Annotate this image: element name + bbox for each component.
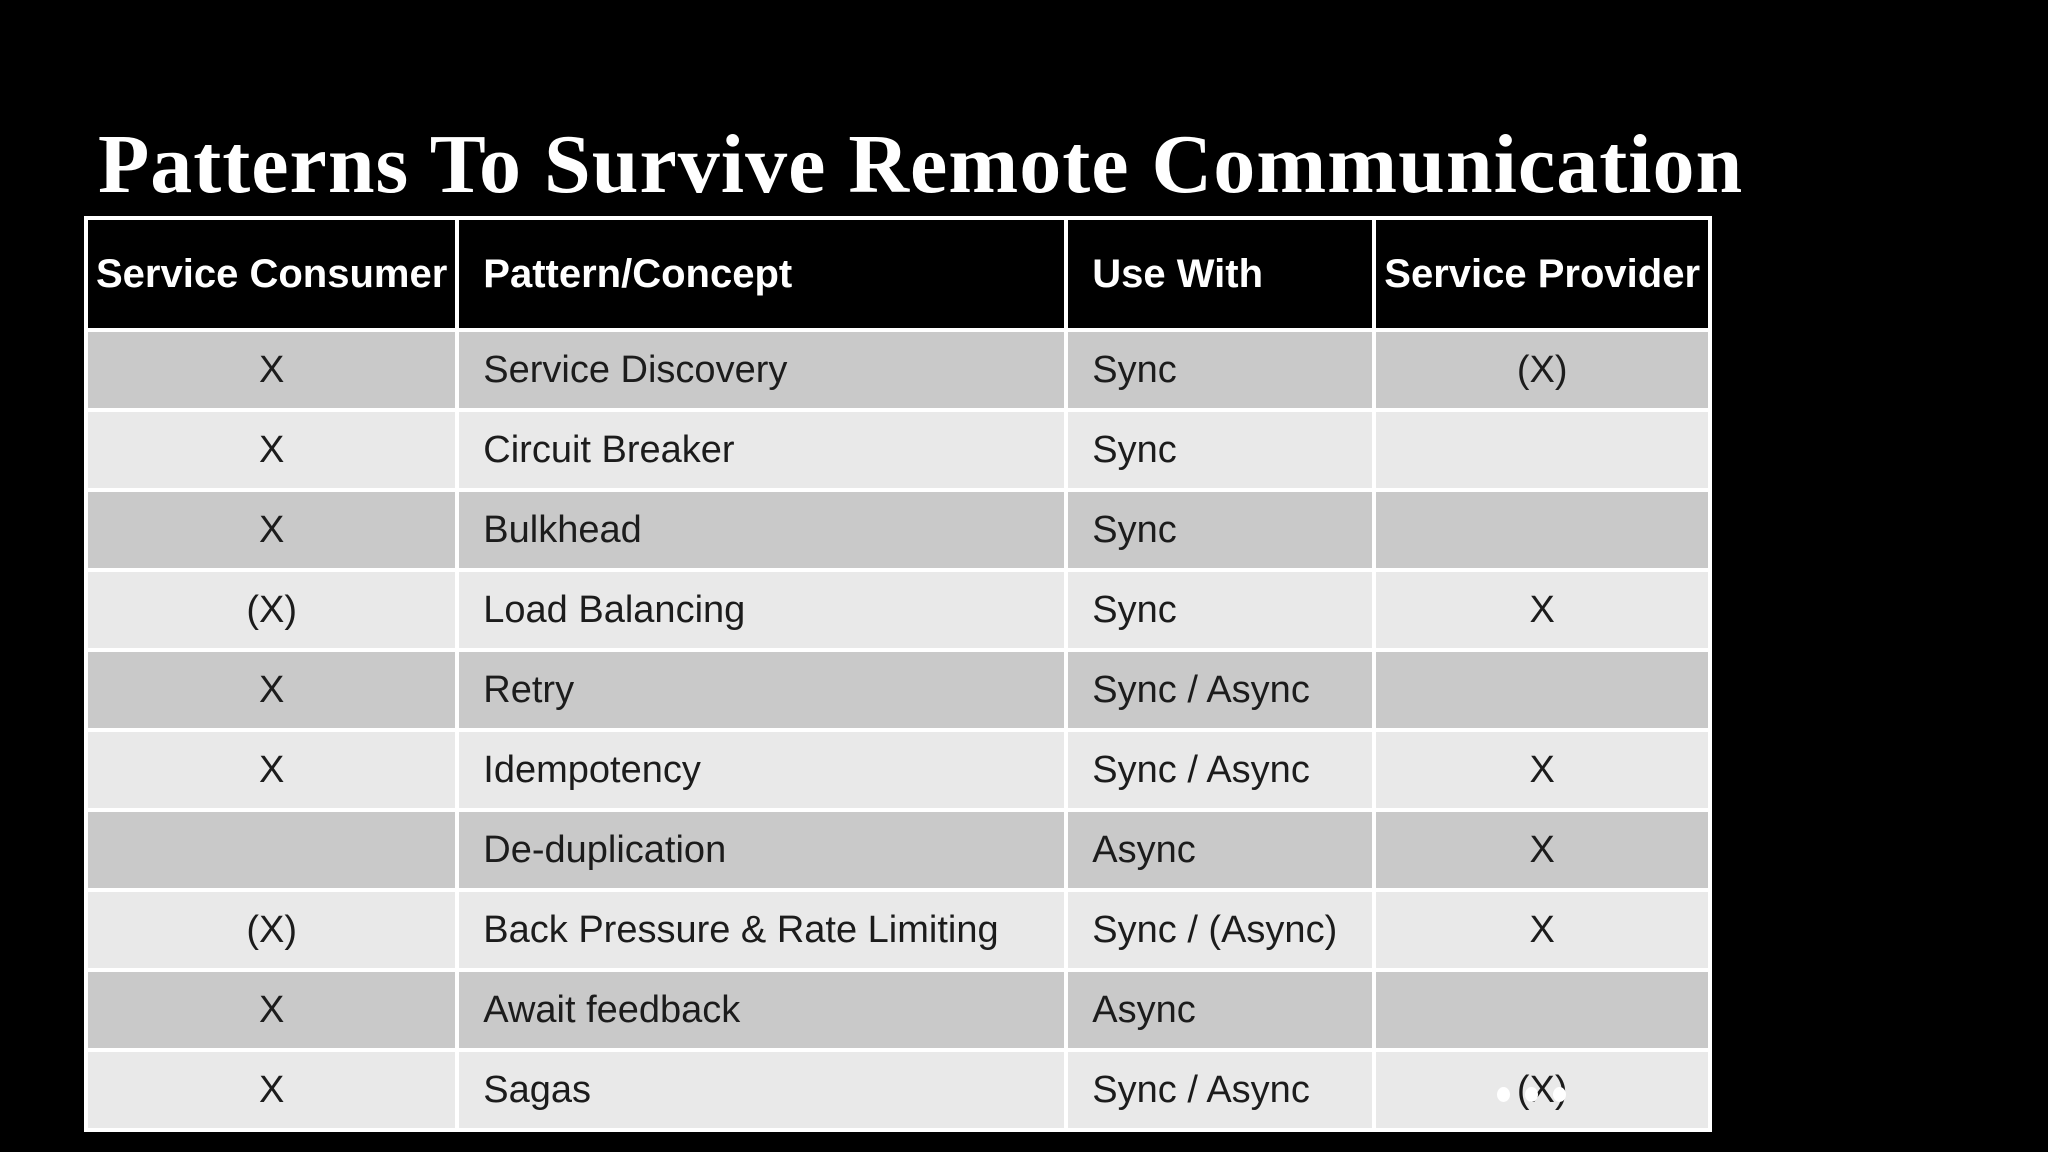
cell-use-with: Sync / Async [1064, 728, 1377, 812]
cell-service-consumer: X [83, 1048, 460, 1132]
cell-use-with: Async [1064, 968, 1377, 1052]
cell-use-with: Sync / (Async) [1064, 888, 1377, 972]
table-header-row: Service Consumer Pattern/Concept Use Wit… [83, 216, 1713, 332]
cell-use-with: Sync [1064, 328, 1377, 412]
cell-pattern: Bulkhead [455, 488, 1069, 572]
ellipsis-dot [1525, 1087, 1538, 1102]
patterns-table: Service Consumer Pattern/Concept Use Wit… [83, 216, 1713, 1132]
ellipsis-dot [1553, 1087, 1566, 1102]
cell-service-consumer: X [83, 328, 460, 412]
cell-service-provider [1372, 408, 1713, 492]
cell-service-consumer: X [83, 488, 460, 572]
cell-use-with: Async [1064, 808, 1377, 892]
cell-use-with: Sync / Async [1064, 648, 1377, 732]
cell-pattern: Sagas [455, 1048, 1069, 1132]
cell-service-provider: (X) [1372, 1048, 1713, 1132]
cell-pattern: Circuit Breaker [455, 408, 1069, 492]
cell-pattern: Back Pressure & Rate Limiting [455, 888, 1069, 972]
cell-pattern: Await feedback [455, 968, 1069, 1052]
ellipsis-dot [1497, 1087, 1510, 1102]
cell-service-consumer [83, 808, 460, 892]
cell-service-provider: X [1372, 808, 1713, 892]
cell-use-with: Sync [1064, 568, 1377, 652]
cell-service-consumer: X [83, 648, 460, 732]
cell-service-provider [1372, 648, 1713, 732]
cell-service-provider [1372, 488, 1713, 572]
cell-pattern: Idempotency [455, 728, 1069, 812]
cell-use-with: Sync [1064, 408, 1377, 492]
cell-use-with: Sync [1064, 488, 1377, 572]
header-service-provider: Service Provider [1372, 216, 1713, 332]
cell-service-consumer: X [83, 728, 460, 812]
cell-service-consumer: (X) [83, 888, 460, 972]
cell-service-provider: X [1372, 728, 1713, 812]
header-service-consumer: Service Consumer [83, 216, 460, 332]
continuation-ellipsis [1497, 1087, 1566, 1102]
cell-service-provider: X [1372, 888, 1713, 972]
header-use-with: Use With [1064, 216, 1377, 332]
cell-pattern: Load Balancing [455, 568, 1069, 652]
cell-pattern: De-duplication [455, 808, 1069, 892]
cell-use-with: Sync / Async [1064, 1048, 1377, 1132]
cell-service-consumer: X [83, 408, 460, 492]
cell-service-consumer: (X) [83, 568, 460, 652]
cell-service-consumer: X [83, 968, 460, 1052]
cell-service-provider: X [1372, 568, 1713, 652]
header-pattern-concept: Pattern/Concept [455, 216, 1069, 332]
cell-pattern: Service Discovery [455, 328, 1069, 412]
cell-pattern: Retry [455, 648, 1069, 732]
slide-title: Patterns To Survive Remote Communication [98, 118, 1744, 212]
cell-service-provider: (X) [1372, 328, 1713, 412]
cell-service-provider [1372, 968, 1713, 1052]
